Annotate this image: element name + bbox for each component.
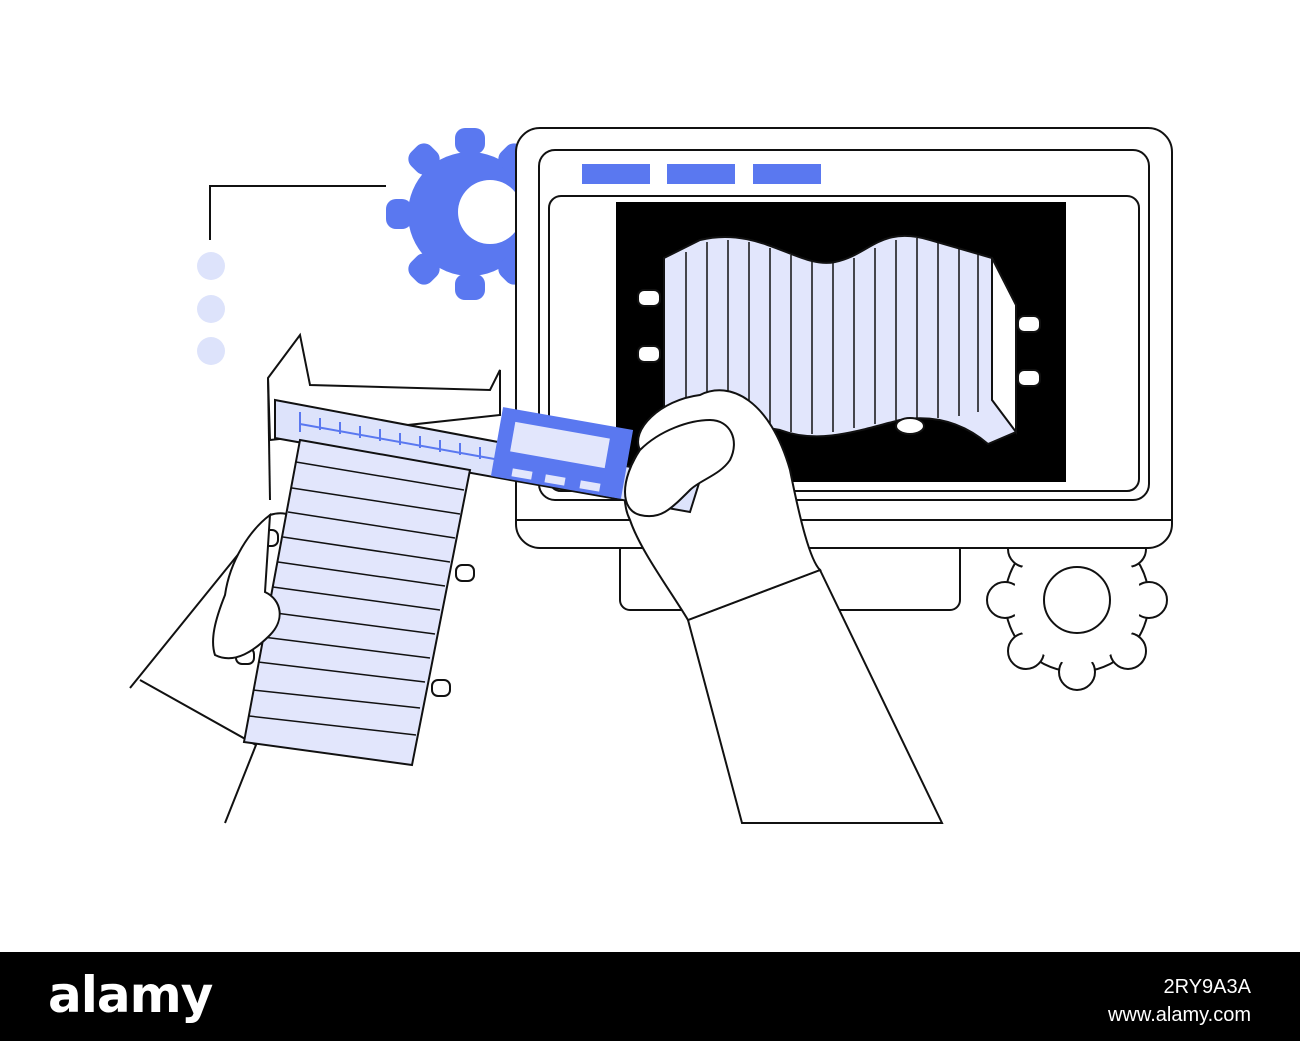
site-url-label: www.alamy.com (1108, 1004, 1251, 1026)
right-hand (624, 418, 735, 518)
toolbar-block-3 (753, 164, 821, 184)
watermark-bar: alamy 2RY9A3A www.alamy.com (0, 952, 1300, 1041)
illustration (129, 127, 1173, 824)
caliper-icon (266, 332, 702, 514)
toolbar-block-2 (667, 164, 735, 184)
dot-2 (197, 295, 225, 323)
connector-decoration (197, 185, 386, 365)
image-id-label: 2RY9A3A (1163, 976, 1251, 998)
dot-1 (197, 252, 225, 280)
left-hand (212, 512, 281, 660)
alamy-logo: alamy (48, 966, 213, 1024)
toolbar-block-1 (582, 164, 650, 184)
gear-icon (386, 128, 532, 300)
dot-3 (197, 337, 225, 365)
cad-part (637, 234, 1041, 446)
